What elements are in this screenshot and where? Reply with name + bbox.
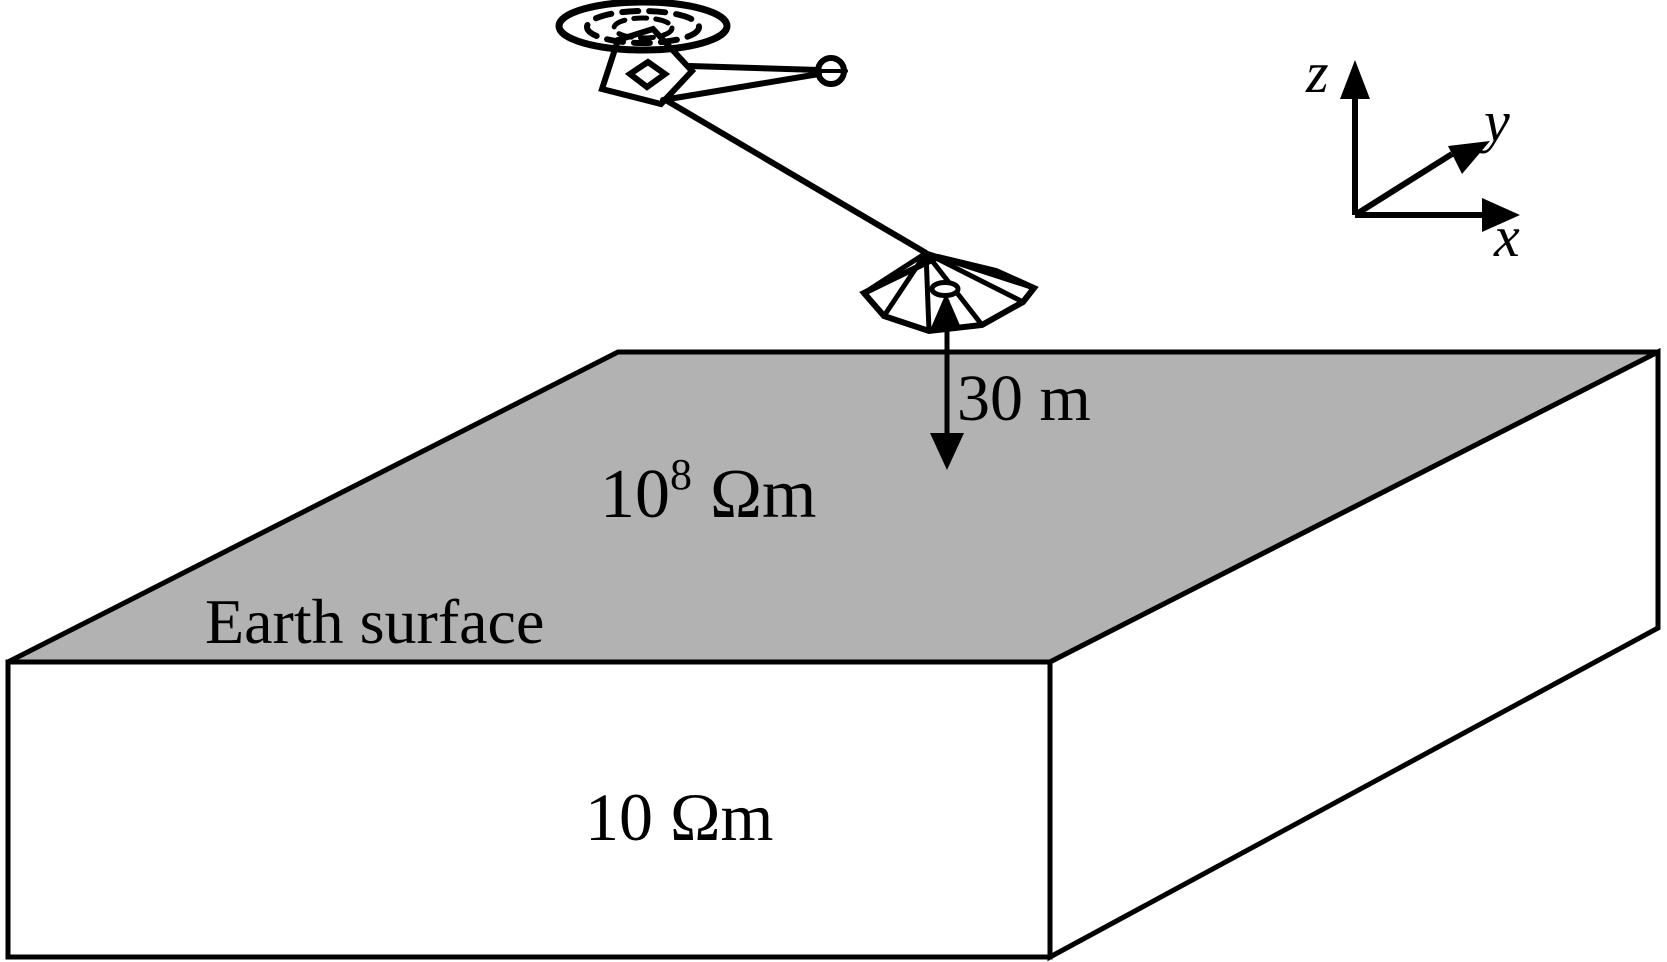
helicopter-body xyxy=(598,25,697,108)
earth-surface-label: Earth surface xyxy=(205,586,544,657)
helicopter-window xyxy=(624,58,671,91)
double-headed-arrow-icon xyxy=(930,293,964,470)
helicopter-tail-boom-lower xyxy=(660,71,822,103)
y-axis-label: y xyxy=(1479,89,1510,154)
helicopter-rotor-disc xyxy=(555,0,731,54)
x-axis-label: x xyxy=(1493,204,1520,269)
z-axis-label: z xyxy=(1305,40,1329,105)
earth-right-face xyxy=(1047,347,1661,962)
helicopter-icon xyxy=(555,0,848,108)
height-arrow-head-up xyxy=(930,293,962,330)
earth-front-face xyxy=(5,659,1053,960)
z-axis-arrowhead xyxy=(1340,60,1370,99)
air-resistivity-base: 10 xyxy=(600,456,670,533)
earth-block xyxy=(5,347,1661,962)
em-bird-sensor-icon xyxy=(859,250,1039,335)
em-bird-coil xyxy=(929,280,961,298)
helicopter-tail-boom-upper xyxy=(687,63,822,73)
sensor-height-label: 30 m xyxy=(957,362,1091,435)
halfspace-resistivity-label: 10 Ωm xyxy=(585,779,773,855)
air-resistivity-label: 108 Ωm xyxy=(600,450,816,533)
helicopter-rotor-blur-outer xyxy=(584,8,702,46)
x-axis-arrowhead xyxy=(1482,198,1520,232)
em-bird-struts xyxy=(861,250,1037,334)
y-axis-line xyxy=(1353,151,1454,218)
air-resistivity-exponent: 8 xyxy=(670,450,692,499)
tow-cable xyxy=(662,96,928,256)
xyz-axes-icon xyxy=(1340,60,1520,232)
y-axis-arrowhead xyxy=(1448,141,1490,174)
helicopter-rotor-blur-inner xyxy=(611,15,675,41)
height-arrow-head-down xyxy=(930,433,964,470)
air-resistivity-unit: Ωm xyxy=(710,456,816,533)
